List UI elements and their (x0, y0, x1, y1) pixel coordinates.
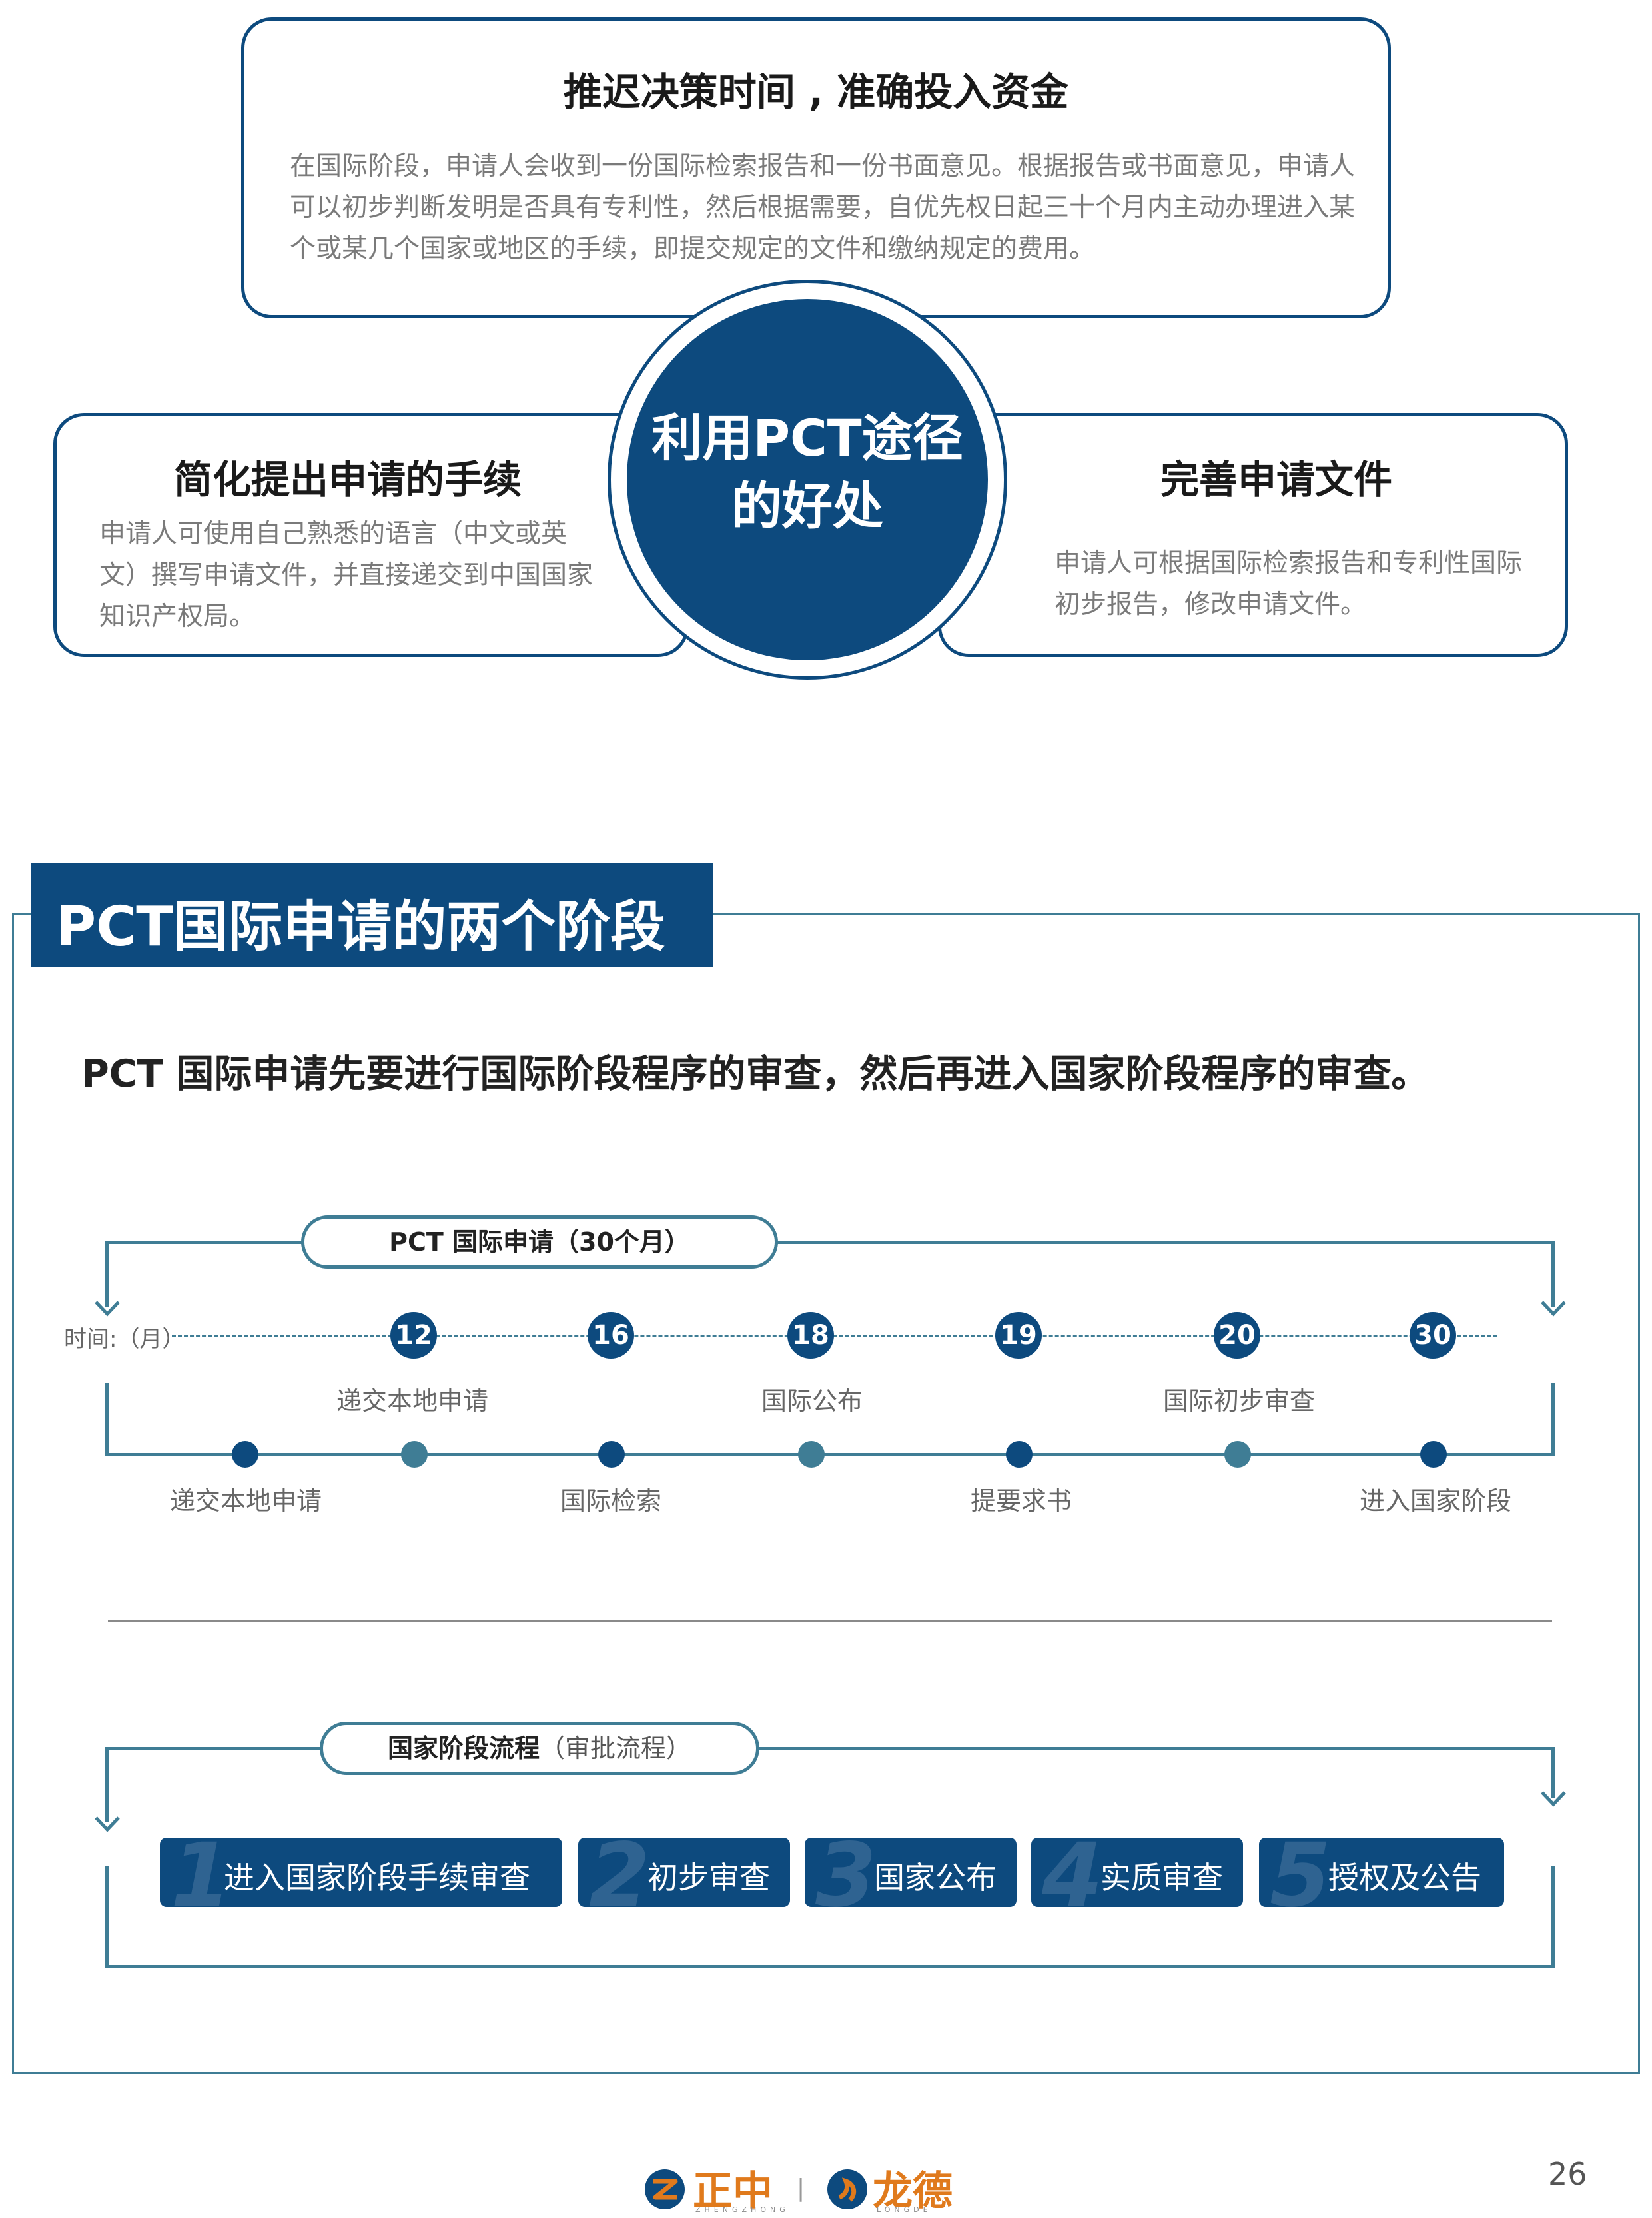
timeline-dot (1006, 1441, 1032, 1468)
zhengzhong-logo-icon (645, 2169, 685, 2209)
natl-step: 4 实质审查 (1031, 1838, 1243, 1907)
natl-pill: 国家阶段流程（审批流程） (320, 1722, 759, 1775)
arrow-down-icon (95, 1301, 120, 1317)
natl-step: 3 国家公布 (805, 1838, 1017, 1907)
natl-pill-normal: （审批流程） (540, 1734, 692, 1763)
lower-label: 提要求书 (970, 1486, 1072, 1516)
natl-left-vert-bottom (105, 1866, 109, 1968)
month-marker: 16 (588, 1312, 634, 1359)
timeline-dot (798, 1441, 825, 1468)
natl-step: 2 初步审查 (578, 1838, 790, 1907)
intl-pill: PCT 国际申请（30个月） (301, 1215, 778, 1269)
intl-left-vert-top (105, 1241, 109, 1307)
step-number: 2 (589, 1838, 650, 1907)
step-number: 4 (1042, 1838, 1103, 1907)
arrow-down-icon (95, 1816, 120, 1832)
natl-bottom-line (105, 1965, 1555, 1968)
natl-pill-bold: 国家阶段流程 (387, 1734, 540, 1763)
intl-right-vert-top (1551, 1241, 1555, 1307)
benefit-left-card: 简化提出申请的手续 申请人可使用自己熟悉的语言（中文或英 文）撰写申请文件，并直… (53, 413, 689, 657)
timeline-dot (401, 1441, 428, 1468)
benefit-right-title: 完善申请文件 (1160, 457, 1392, 502)
logo-zhengzhong-sub: ZHENGZHONG (695, 2205, 789, 2214)
arrow-down-icon (1541, 1791, 1566, 1807)
intl-right-vert-bottom (1551, 1383, 1555, 1456)
benefits-center-circle: 利用PCT途径 的好处 (608, 280, 1007, 680)
logo-longde: 龙德 (873, 2168, 953, 2215)
benefit-left-line: 文）撰写申请文件，并直接递交到中国国家 (99, 560, 594, 590)
timeline-dot (232, 1441, 258, 1468)
page-number: 26 (1548, 2156, 1587, 2192)
intl-top-line-left (105, 1241, 305, 1244)
step-number: 1 (171, 1838, 232, 1907)
natl-top-line-left (105, 1747, 325, 1750)
month-marker: 20 (1214, 1312, 1260, 1359)
benefit-left-title: 简化提出申请的手续 (173, 457, 522, 502)
timeline-dot (1224, 1441, 1251, 1468)
intl-bottom-line (105, 1453, 1555, 1456)
benefit-top-title: 推迟决策时间 , 准确投入资金 (563, 69, 1069, 115)
axis-dotted-line (172, 1335, 1497, 1337)
benefit-left-line: 知识产权局。 (99, 602, 256, 632)
timeline-dot (1420, 1441, 1447, 1468)
logo-separator: | (797, 2175, 805, 2202)
benefit-right-line: 申请人可根据国际检索报告和专利性国际 (1054, 548, 1523, 578)
benefit-top-line: 可以初步判断发明是否具有专利性，然后根据需要，自优先权日起三十个月内主动办理进入… (290, 193, 1356, 223)
month-marker: 12 (390, 1312, 437, 1359)
logo-longde-sub: LONGDE (877, 2205, 932, 2214)
upper-label: 国际初步审查 (1162, 1386, 1315, 1416)
section-lead: PCT 国际申请先要进行国际阶段程序的审查，然后再进入国家阶段程序的审查。 (81, 1052, 1430, 1096)
benefits-center-line2: 的好处 (731, 476, 883, 536)
step-number: 3 (815, 1838, 877, 1907)
natl-right-vert-bottom (1551, 1866, 1555, 1968)
natl-step: 1 进入国家阶段手续审查 (160, 1838, 562, 1907)
step-label: 国家公布 (874, 1860, 997, 1896)
benefit-left-text: 申请人可使用自己熟悉的语言（中文或英 文）撰写申请文件，并直接递交到中国国家 知… (99, 514, 632, 638)
axis-label: 时间:（月） (64, 1326, 185, 1353)
longde-logo-icon (827, 2169, 867, 2209)
benefits-center-line1: 利用PCT途径 (651, 408, 963, 468)
month-marker: 19 (995, 1312, 1042, 1359)
lower-label: 进入国家阶段 (1359, 1486, 1511, 1516)
month-marker: 18 (787, 1312, 834, 1359)
intl-top-line-right (773, 1241, 1555, 1244)
step-label: 授权及公告 (1328, 1860, 1481, 1896)
section-frame (12, 913, 1640, 2074)
step-number: 5 (1270, 1838, 1331, 1907)
benefit-top-text: 在国际阶段，申请人会收到一份国际检索报告和一份书面意见。根据报告或书面意见，申请… (290, 146, 1356, 270)
lower-label: 递交本地申请 (169, 1486, 322, 1516)
benefit-top-line: 个或某几个国家或地区的手续，即提交规定的文件和缴纳规定的费用。 (290, 234, 1096, 264)
benefits-center-fill: 利用PCT途径 的好处 (627, 299, 988, 660)
timeline-dot (598, 1441, 625, 1468)
benefit-left-line: 申请人可使用自己熟悉的语言（中文或英 (99, 519, 568, 549)
lower-label: 国际检索 (560, 1486, 661, 1516)
logo-zhengzhong: 正中 (693, 2168, 773, 2215)
section-divider (108, 1620, 1552, 1622)
benefit-top-line: 在国际阶段，申请人会收到一份国际检索报告和一份书面意见。根据报告或书面意见，申请… (290, 151, 1356, 181)
section-banner (31, 863, 713, 967)
upper-label: 递交本地申请 (336, 1386, 488, 1416)
benefit-right-text: 申请人可根据国际检索报告和专利性国际 初步报告，修改申请文件。 (1054, 543, 1547, 626)
section-title: PCT国际申请的两个阶段 (56, 895, 665, 959)
natl-step: 5 授权及公告 (1259, 1838, 1504, 1907)
step-label: 实质审查 (1100, 1860, 1223, 1896)
arrow-down-icon (1541, 1301, 1566, 1317)
step-label: 进入国家阶段手续审查 (224, 1860, 530, 1896)
natl-right-vert-top (1551, 1747, 1555, 1798)
benefit-top-card: 推迟决策时间 , 准确投入资金 在国际阶段，申请人会收到一份国际检索报告和一份书… (241, 17, 1391, 318)
benefit-right-line: 初步报告，修改申请文件。 (1054, 590, 1367, 620)
natl-top-line-right (753, 1747, 1555, 1750)
upper-label: 国际公布 (761, 1386, 863, 1416)
month-marker: 30 (1410, 1312, 1456, 1359)
natl-left-vert-top (105, 1747, 109, 1822)
step-label: 初步审查 (647, 1860, 770, 1896)
benefit-right-card: 完善申请文件 申请人可根据国际检索报告和专利性国际 初步报告，修改申请文件。 (938, 413, 1568, 657)
intl-left-vert-bottom (105, 1383, 109, 1456)
